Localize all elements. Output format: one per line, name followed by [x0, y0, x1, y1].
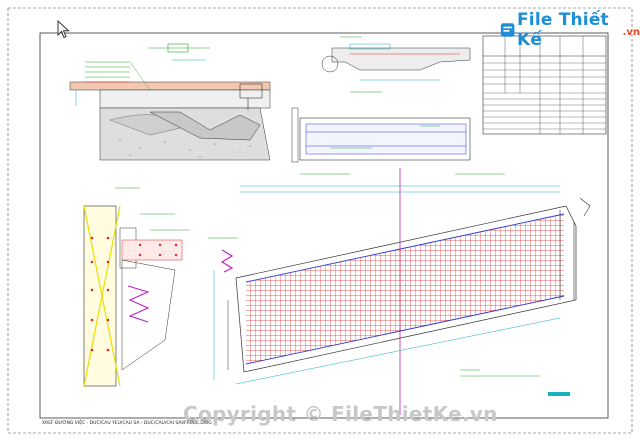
mouse-pointer-icon: [57, 20, 70, 39]
logo-brand-text: File Thiết Kế: [516, 10, 609, 50]
rebar-bend-detail: [208, 237, 238, 273]
drawing-caption: XREF ĐƯỜNG VIỆC - DUC/CAU YEU/CAU SA - D…: [42, 421, 212, 426]
sheet-frame: [7, 7, 633, 434]
section-b-b-detail: [291, 91, 471, 163]
logo-icon: [500, 23, 515, 37]
copyright-watermark: Copyright © FileThietKe.vn: [183, 402, 498, 426]
filethietke-logo: File Thiết Kế .vn: [500, 10, 640, 50]
road-cross-section-detail: [69, 43, 271, 161]
wall-elevation-grid: [213, 168, 591, 415]
logo-domain-suffix: .vn: [622, 27, 640, 38]
detail-a-column: [83, 187, 190, 387]
section-a-a-detail: [321, 36, 471, 81]
drawing-border: [39, 32, 609, 419]
quantity-table: [482, 35, 607, 135]
